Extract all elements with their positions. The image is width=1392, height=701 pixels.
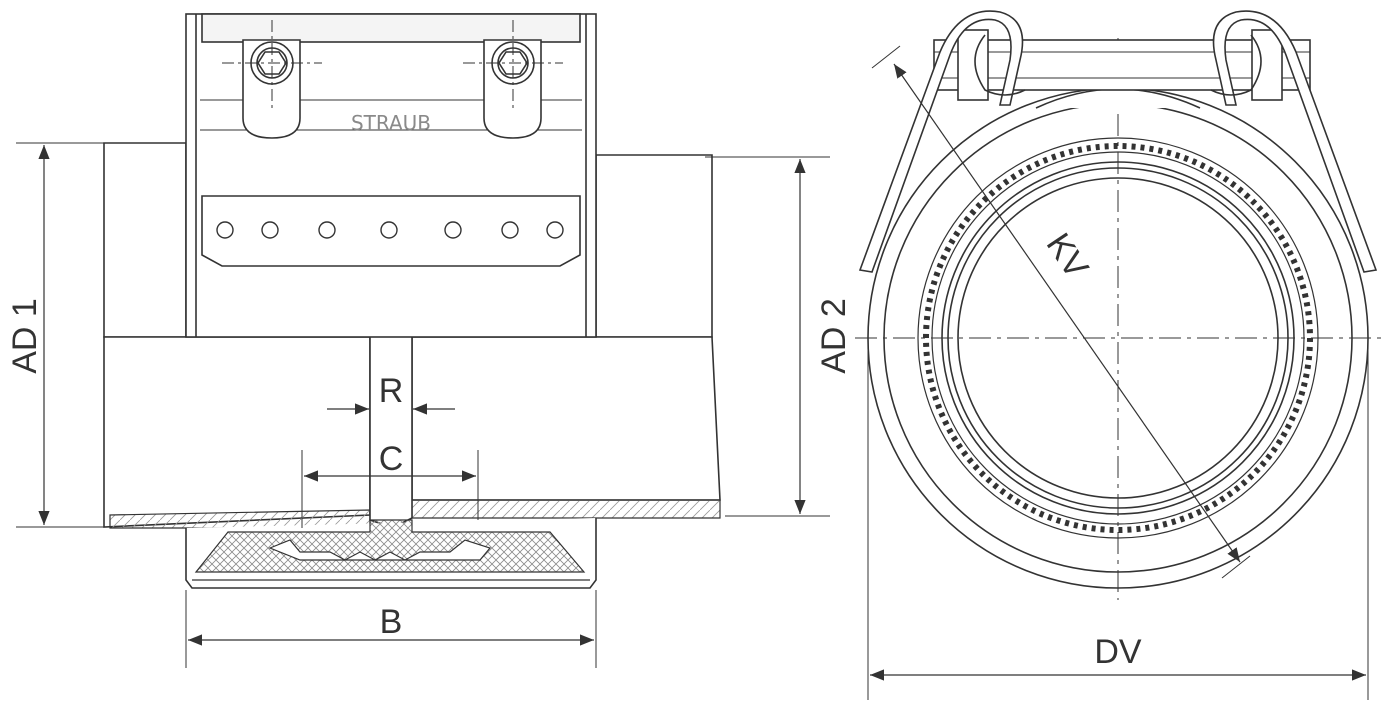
ad2-label: AD 2: [815, 298, 853, 374]
left-bolt: [222, 20, 322, 110]
closure-band: [201, 13, 581, 43]
anchor-plate: [201, 195, 581, 267]
dv-label: DV: [1094, 633, 1142, 671]
left-pipe-lower: [103, 336, 371, 528]
front-view: [855, 10, 1385, 700]
kv-label: KV: [1039, 226, 1096, 285]
kv-dim-line: [893, 63, 1241, 563]
right-bolt: [463, 20, 563, 110]
b-label: B: [380, 603, 403, 641]
housing-inner: [194, 519, 586, 573]
left-pipe: [103, 142, 187, 338]
pipe-gap: [369, 337, 413, 526]
brand-label: STRAUB: [351, 111, 431, 135]
gasket-profile: [268, 539, 492, 561]
right-pipe-wall: [411, 499, 721, 519]
ad1-label: AD 1: [6, 298, 44, 374]
right-pipe: [595, 154, 713, 338]
side-view: [16, 13, 830, 668]
r-label: R: [379, 372, 404, 410]
c-label: C: [379, 440, 404, 478]
closure-hump: [1035, 88, 1201, 109]
anchor-holes: [216, 221, 564, 239]
